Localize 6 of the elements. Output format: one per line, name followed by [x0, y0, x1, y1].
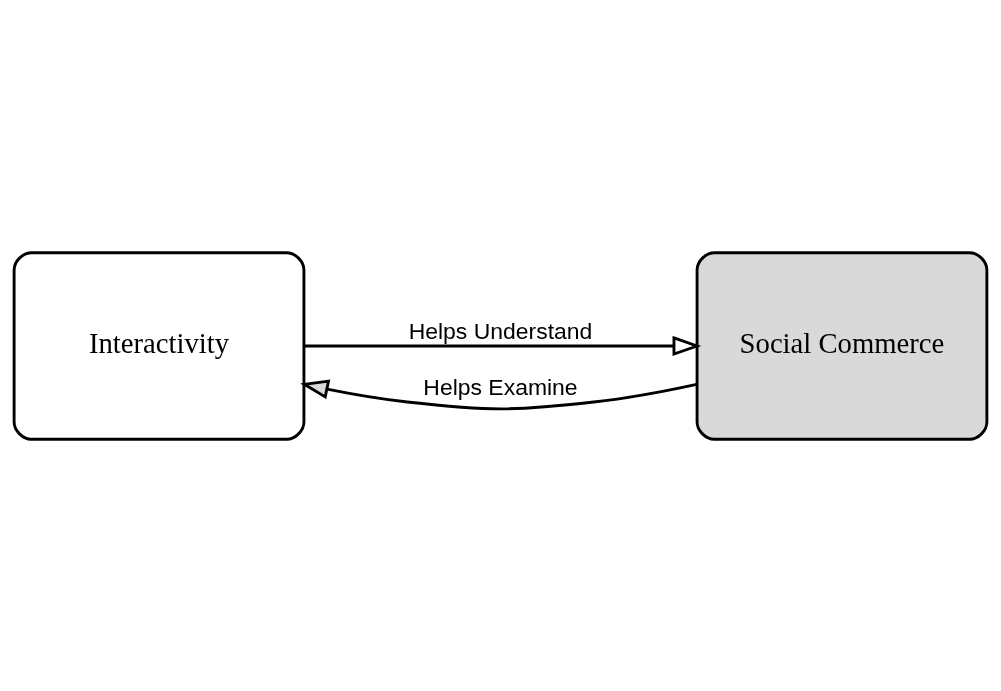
arrow — [300, 378, 697, 410]
edge-label: Helps Understand — [408, 317, 593, 344]
edge-label: Helps Examine — [423, 373, 578, 399]
arrow — [304, 335, 702, 356]
node-box: Interactivity — [12, 250, 306, 441]
node-box: Social Commerce — [695, 250, 989, 441]
